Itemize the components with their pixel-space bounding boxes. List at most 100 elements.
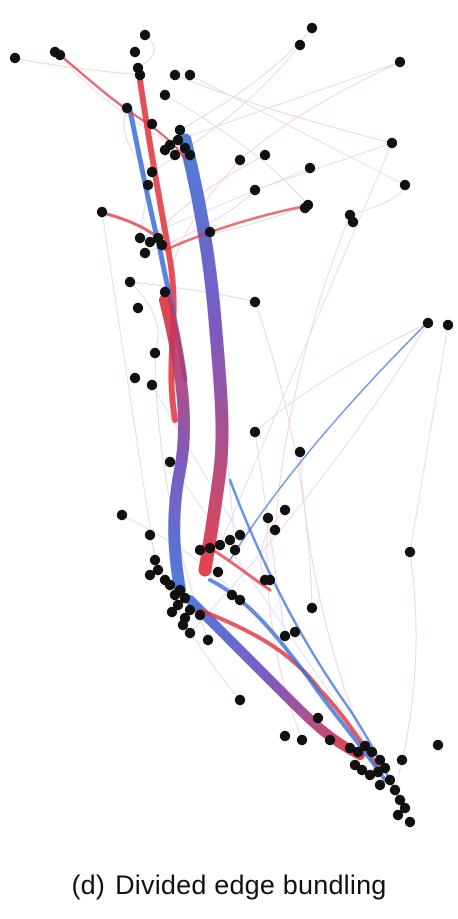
caption-label: (d) bbox=[71, 870, 106, 900]
graph-node bbox=[234, 529, 246, 541]
graph-node bbox=[234, 694, 246, 706]
graph-node bbox=[262, 512, 274, 524]
graph-node bbox=[172, 134, 184, 146]
graph-node bbox=[146, 118, 158, 130]
graph-node bbox=[134, 232, 146, 244]
graph-node bbox=[142, 179, 154, 191]
graph-node bbox=[389, 784, 401, 796]
graph-node bbox=[364, 769, 376, 781]
graph-node bbox=[379, 762, 391, 774]
graph-node bbox=[116, 509, 128, 521]
graph-node bbox=[279, 730, 291, 742]
graph-node bbox=[304, 162, 316, 174]
graph-node bbox=[234, 154, 246, 166]
faint-edge bbox=[274, 214, 351, 531]
graph-node bbox=[347, 216, 359, 228]
graph-node bbox=[392, 809, 404, 821]
graph-node bbox=[159, 89, 171, 101]
graph-node bbox=[212, 566, 224, 578]
graph-node bbox=[324, 734, 336, 746]
graph-node bbox=[164, 579, 176, 591]
graph-node bbox=[312, 712, 324, 724]
graph-node bbox=[226, 589, 238, 601]
graph-node bbox=[386, 137, 398, 149]
graph-node bbox=[184, 604, 196, 616]
graph-node bbox=[249, 184, 261, 196]
graph-node bbox=[169, 589, 181, 601]
graph-node bbox=[249, 426, 261, 438]
graph-node bbox=[374, 754, 386, 766]
graph-node bbox=[259, 149, 271, 161]
node-layer bbox=[9, 22, 454, 828]
faint-edge bbox=[164, 94, 309, 206]
graph-node bbox=[294, 446, 306, 458]
graph-node bbox=[156, 239, 168, 251]
graph-node bbox=[144, 569, 156, 581]
graph-node bbox=[269, 524, 281, 536]
graph-node bbox=[146, 166, 158, 178]
faint-edge bbox=[394, 551, 417, 791]
caption-text: Divided edge bundling bbox=[115, 870, 387, 900]
faint-edge bbox=[139, 167, 311, 239]
graph-node bbox=[394, 56, 406, 68]
graph-node bbox=[54, 49, 66, 61]
graph-node bbox=[174, 124, 186, 136]
graph-node bbox=[442, 319, 454, 331]
graph-node bbox=[422, 317, 434, 329]
bundle-lower-diagonal bbox=[185, 595, 365, 760]
faint-edge bbox=[151, 384, 241, 536]
graph-node bbox=[132, 302, 144, 314]
graph-node bbox=[399, 179, 411, 191]
graph-node bbox=[146, 379, 158, 391]
graph-node bbox=[264, 574, 276, 586]
graph-node bbox=[159, 144, 171, 156]
bundle-right-blue-long bbox=[229, 324, 426, 561]
faint-edge bbox=[161, 204, 309, 246]
graph-node bbox=[149, 347, 161, 359]
faint-edge bbox=[299, 451, 366, 747]
graph-node bbox=[184, 69, 196, 81]
graph-node bbox=[129, 46, 141, 58]
graph-node bbox=[432, 739, 444, 751]
graph-node bbox=[296, 734, 308, 746]
graph-node bbox=[356, 764, 368, 776]
graph-node bbox=[164, 456, 176, 468]
graph-node bbox=[279, 630, 291, 642]
bundle-layer bbox=[58, 53, 426, 802]
faint-edge bbox=[164, 159, 241, 293]
faint-edge bbox=[101, 211, 156, 561]
faint-edge bbox=[254, 431, 286, 637]
edge-bundling-graph bbox=[9, 22, 454, 828]
graph-node bbox=[374, 779, 386, 791]
faint-edge bbox=[239, 61, 401, 161]
bundle-central-right bbox=[178, 133, 229, 577]
graph-node bbox=[121, 102, 133, 114]
bundle-right-red-branch bbox=[163, 203, 312, 252]
graph-node bbox=[166, 606, 178, 618]
graph-node bbox=[234, 594, 246, 606]
graph-node bbox=[124, 276, 136, 288]
graph-node bbox=[172, 599, 184, 611]
graph-node bbox=[306, 22, 318, 34]
graph-node bbox=[359, 740, 371, 752]
graph-node bbox=[204, 542, 216, 554]
graph-node bbox=[169, 69, 181, 81]
faint-edge bbox=[169, 461, 391, 781]
graph-node bbox=[366, 746, 378, 758]
bundle-central-left bbox=[159, 294, 191, 596]
faint-edge bbox=[177, 61, 401, 141]
graph-node bbox=[344, 742, 356, 754]
graph-node bbox=[384, 774, 396, 786]
graph-node bbox=[214, 539, 226, 551]
faint-edge bbox=[266, 517, 303, 741]
graph-node bbox=[149, 554, 161, 566]
graph-node bbox=[306, 602, 318, 614]
graph-node bbox=[404, 816, 416, 828]
graph-node bbox=[139, 247, 151, 259]
graph-node bbox=[394, 794, 406, 806]
faint-edge bbox=[189, 322, 429, 634]
figure-caption: (d) Divided edge bundling bbox=[0, 870, 458, 901]
graph-node bbox=[202, 634, 214, 646]
graph-node bbox=[194, 609, 206, 621]
graph-node bbox=[294, 39, 306, 51]
